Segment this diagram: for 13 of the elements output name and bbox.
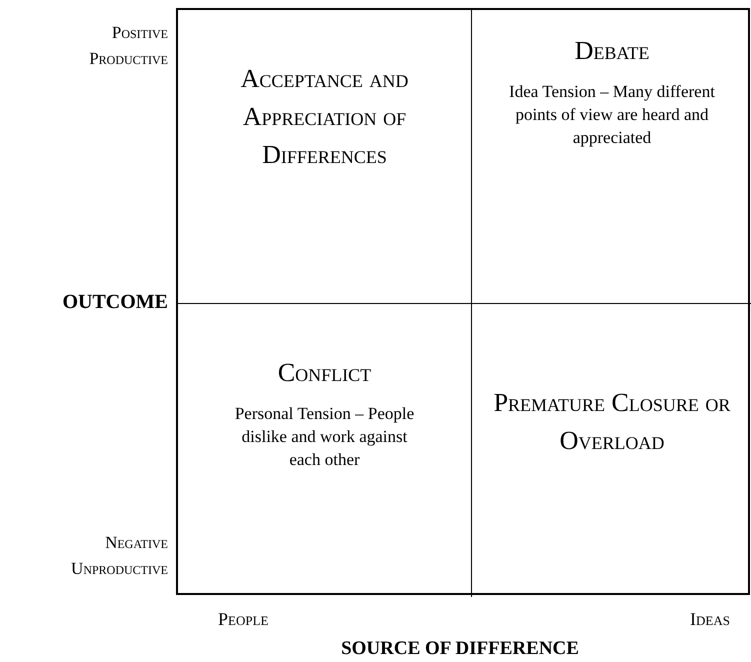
quadrant-heading: Conflict (276, 357, 372, 389)
quadrant-description: Personal Tension – People dislike and work against each other (234, 403, 416, 471)
quadrant-cell (178, 10, 472, 304)
quadrant-heading: Premature Closure or Overload (492, 387, 732, 457)
quadrant-description: Idea Tension – Many different points of view are heard and appreciated (508, 81, 716, 149)
axis-label: People (218, 608, 268, 631)
axis-label: Ideas (690, 608, 730, 631)
axis-label: Positive Productive (88, 22, 168, 70)
axis-label: Negative Unproductive (70, 532, 168, 580)
axis-label: SOURCE OF DIFFERENCE (340, 637, 580, 661)
quadrant-heading: Acceptance and Appreciation of Differences (240, 63, 410, 171)
axis-label: OUTCOME (61, 290, 168, 315)
quadrant-heading: Debate (574, 35, 650, 67)
